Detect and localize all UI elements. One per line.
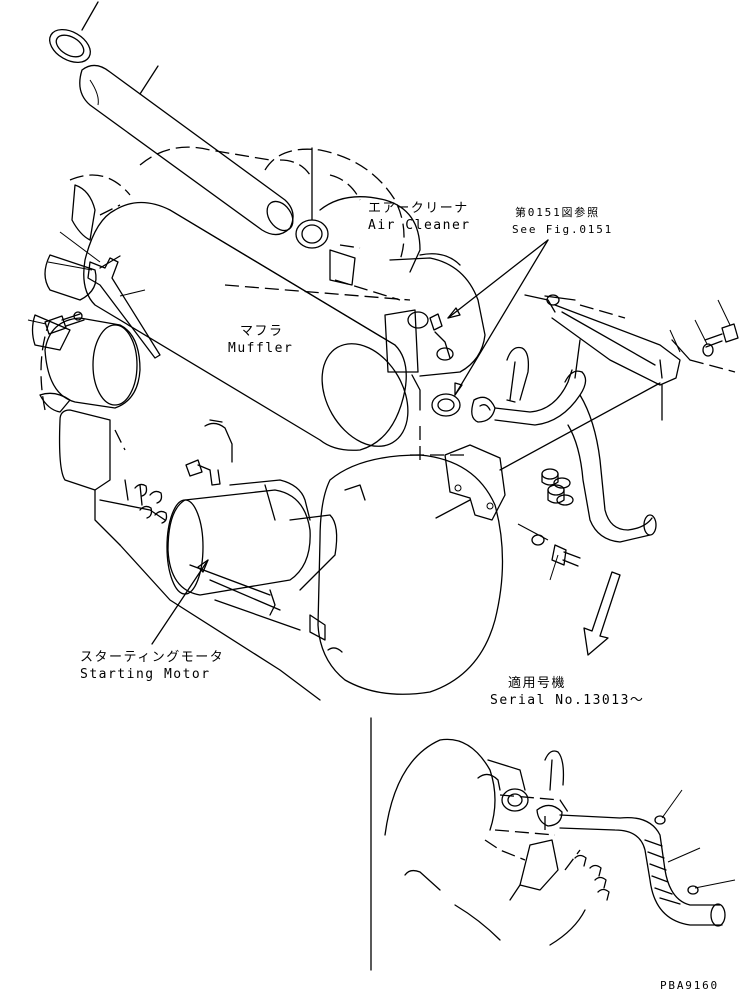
nut-washer-set [517, 468, 574, 541]
muffler [83, 201, 409, 451]
see-fig-leaders [447, 239, 549, 396]
elbow-pipe [494, 339, 657, 543]
bolt-washer-lower [531, 534, 581, 581]
starting-motor [166, 479, 338, 596]
serial-label-en: Serial No.13013～ [490, 693, 645, 708]
bolt-left [27, 311, 85, 335]
bracket-center [435, 382, 661, 521]
hose-clamp-middle [295, 147, 329, 249]
see-fig-label-en: See Fig.0151 [512, 223, 614, 236]
serial-label-jp: 適用号機 [508, 676, 567, 691]
intake-pipe [79, 64, 294, 236]
air-cleaner-label-jp: エアークリーナ [368, 201, 469, 216]
engine-block [58, 409, 321, 701]
bolt-right [669, 299, 739, 357]
flywheel-housing [309, 454, 504, 695]
starting-motor-leader [151, 559, 209, 645]
starting-motor-label-en: Starting Motor [80, 667, 211, 682]
hose-clamp-top [49, 1, 99, 64]
control-rod [524, 294, 736, 421]
figure-code: PBA9160 [660, 979, 719, 992]
u-bolt [506, 346, 530, 403]
starter-wire [185, 419, 233, 486]
alternator [44, 317, 141, 409]
inset-detail [384, 738, 736, 946]
direction-arrow [583, 571, 621, 656]
muffler-label-en: Muffler [228, 341, 294, 356]
muffler-label-jp: マフラ [240, 324, 284, 339]
cooling-fan [31, 174, 131, 413]
pipe-fitting-center [431, 393, 496, 423]
air-cleaner-label-en: Air Cleaner [368, 218, 471, 233]
bracket-left [47, 231, 161, 359]
starting-motor-label-jp: スターティングモータ [80, 650, 225, 665]
see-fig-label-jp: 第0151図参照 [515, 206, 600, 219]
air-cleaner [319, 196, 486, 411]
engine-outline-dashed [99, 146, 470, 460]
